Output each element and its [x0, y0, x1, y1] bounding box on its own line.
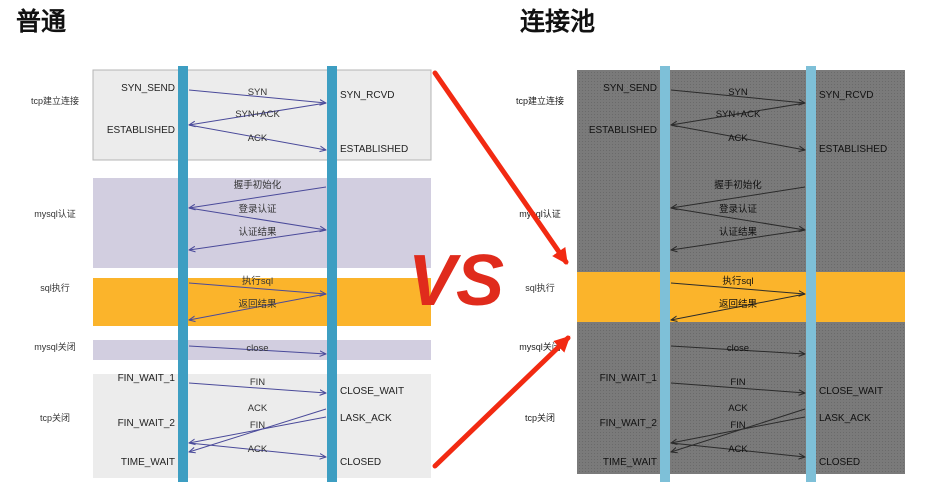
client-state: FIN_WAIT_1 — [600, 373, 658, 384]
message-arrow — [671, 416, 806, 443]
band-label: mysql认证 — [519, 208, 561, 219]
message-label: ACK — [728, 403, 748, 414]
band-label: sql执行 — [40, 282, 70, 293]
message-label: close — [246, 343, 268, 354]
message-label: 握手初始化 — [234, 179, 282, 191]
message-arrow — [188, 345, 326, 354]
message-label: 执行sql — [722, 275, 753, 287]
message-arrow — [188, 89, 326, 103]
message-label: 返回结果 — [719, 298, 758, 310]
message-arrow — [189, 102, 327, 125]
message-arrow — [189, 229, 327, 250]
band-label: mysql认证 — [34, 208, 76, 219]
band-label: sql执行 — [525, 282, 555, 293]
message-arrow — [188, 442, 326, 457]
message-label: 认证结果 — [719, 226, 758, 238]
server-state: CLOSED — [819, 457, 860, 468]
server-state: ESTABLISHED — [819, 144, 887, 155]
heading-normal: 普通 — [16, 7, 67, 36]
message-arrow — [671, 102, 806, 125]
message-arrow — [670, 207, 805, 230]
message-label: FIN — [730, 377, 745, 388]
message-label: SYN+ACK — [716, 109, 761, 120]
client-state: TIME_WAIT — [121, 457, 175, 468]
message-arrow — [670, 442, 805, 457]
server-state: CLOSE_WAIT — [819, 386, 883, 397]
message-label: FIN — [250, 420, 265, 431]
client-timeline — [660, 66, 670, 482]
server-state: LASK_ACK — [819, 413, 871, 424]
message-arrow — [189, 416, 327, 443]
message-arrow — [188, 207, 326, 230]
band-4 — [93, 374, 431, 478]
server-state: SYN_RCVD — [340, 90, 394, 101]
band-label: tcp建立连接 — [516, 95, 564, 106]
message-arrow — [189, 186, 327, 208]
message-label: ACK — [248, 444, 268, 455]
message-arrow — [188, 282, 326, 294]
band-1 — [93, 178, 431, 268]
pointer-arrow-bottom — [432, 335, 571, 469]
message-arrow — [670, 124, 805, 150]
message-arrow — [670, 345, 805, 354]
message-label: ACK — [728, 133, 748, 144]
client-state: FIN_WAIT_2 — [600, 418, 658, 429]
message-label: 执行sql — [242, 275, 273, 287]
client-state: FIN_WAIT_2 — [118, 418, 176, 429]
message-arrow — [188, 382, 326, 393]
client-state: ESTABLISHED — [107, 125, 175, 136]
message-label: close — [727, 343, 749, 354]
client-state: FIN_WAIT_1 — [118, 373, 176, 384]
band-0 — [92, 69, 432, 161]
server-state: LASK_ACK — [340, 413, 392, 424]
message-label: SYN — [248, 87, 268, 98]
message-label: SYN+ACK — [235, 109, 280, 120]
message-label: SYN — [728, 87, 748, 98]
message-arrow — [189, 293, 327, 320]
server-timeline — [327, 66, 337, 482]
message-label: 登录认证 — [719, 203, 758, 215]
client-timeline — [178, 66, 188, 482]
message-arrow — [671, 229, 806, 250]
message-label: ACK — [248, 133, 268, 144]
message-arrow — [670, 382, 805, 393]
server-state: CLOSED — [340, 457, 381, 468]
client-state: TIME_WAIT — [603, 457, 657, 468]
band-label: mysql关闭 — [519, 341, 561, 352]
band-2 — [93, 278, 431, 326]
message-label: 返回结果 — [238, 298, 277, 310]
message-label: FIN — [730, 420, 745, 431]
vs-label: VS — [408, 241, 504, 321]
message-label: ACK — [728, 444, 748, 455]
server-state: SYN_RCVD — [819, 90, 873, 101]
pointer-arrow-top — [432, 70, 569, 265]
client-state: SYN_SEND — [121, 83, 175, 94]
message-arrow — [670, 282, 805, 294]
client-state: SYN_SEND — [603, 83, 657, 94]
band-label: tcp关闭 — [40, 412, 70, 423]
server-state: ESTABLISHED — [340, 144, 408, 155]
client-state: ESTABLISHED — [589, 125, 657, 136]
message-label: 认证结果 — [238, 226, 277, 238]
server-state: CLOSE_WAIT — [340, 386, 404, 397]
band-label: tcp建立连接 — [31, 95, 79, 106]
message-arrow — [671, 186, 806, 208]
heading-connection-pool: 连接池 — [520, 7, 596, 36]
message-arrow — [188, 124, 326, 150]
band-label: tcp关闭 — [525, 412, 555, 423]
message-label: 握手初始化 — [714, 179, 762, 191]
band-label: mysql关闭 — [34, 341, 76, 352]
message-arrow — [670, 89, 805, 103]
server-timeline — [806, 66, 816, 482]
message-label: FIN — [250, 377, 265, 388]
band-sql-execution — [577, 272, 905, 322]
message-label: 登录认证 — [238, 203, 277, 215]
message-label: ACK — [248, 403, 268, 414]
message-arrow — [671, 293, 806, 320]
